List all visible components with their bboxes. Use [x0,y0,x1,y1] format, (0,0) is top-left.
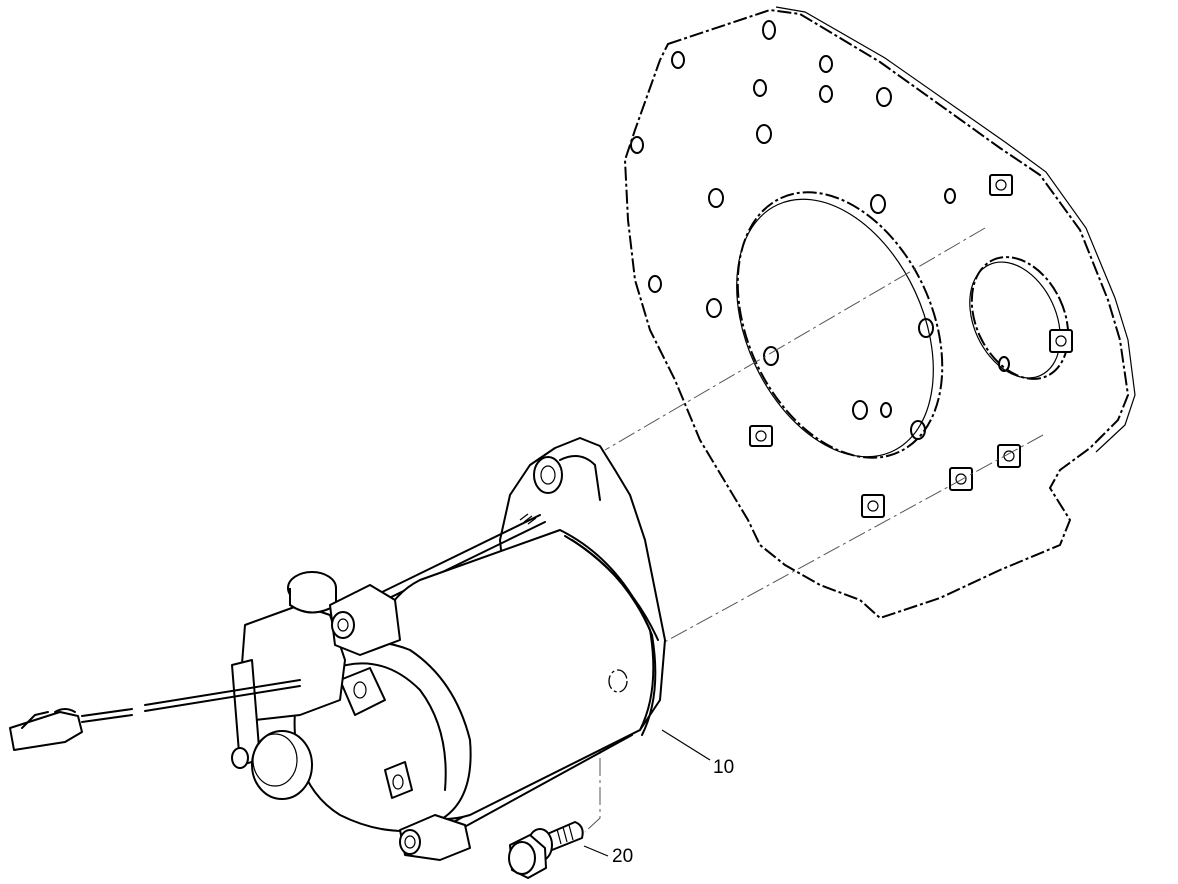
square-nuts [749,174,1073,518]
bolt [508,821,584,879]
callout-label-bolt: 20 [612,846,634,867]
callout-label-starter-motor: 10 [713,757,735,778]
mounting-plate [623,6,1136,620]
callout-leader-10 [661,729,711,761]
starter-motor [9,437,666,861]
callout-leader-20 [583,845,609,857]
wire-connector [9,708,83,751]
